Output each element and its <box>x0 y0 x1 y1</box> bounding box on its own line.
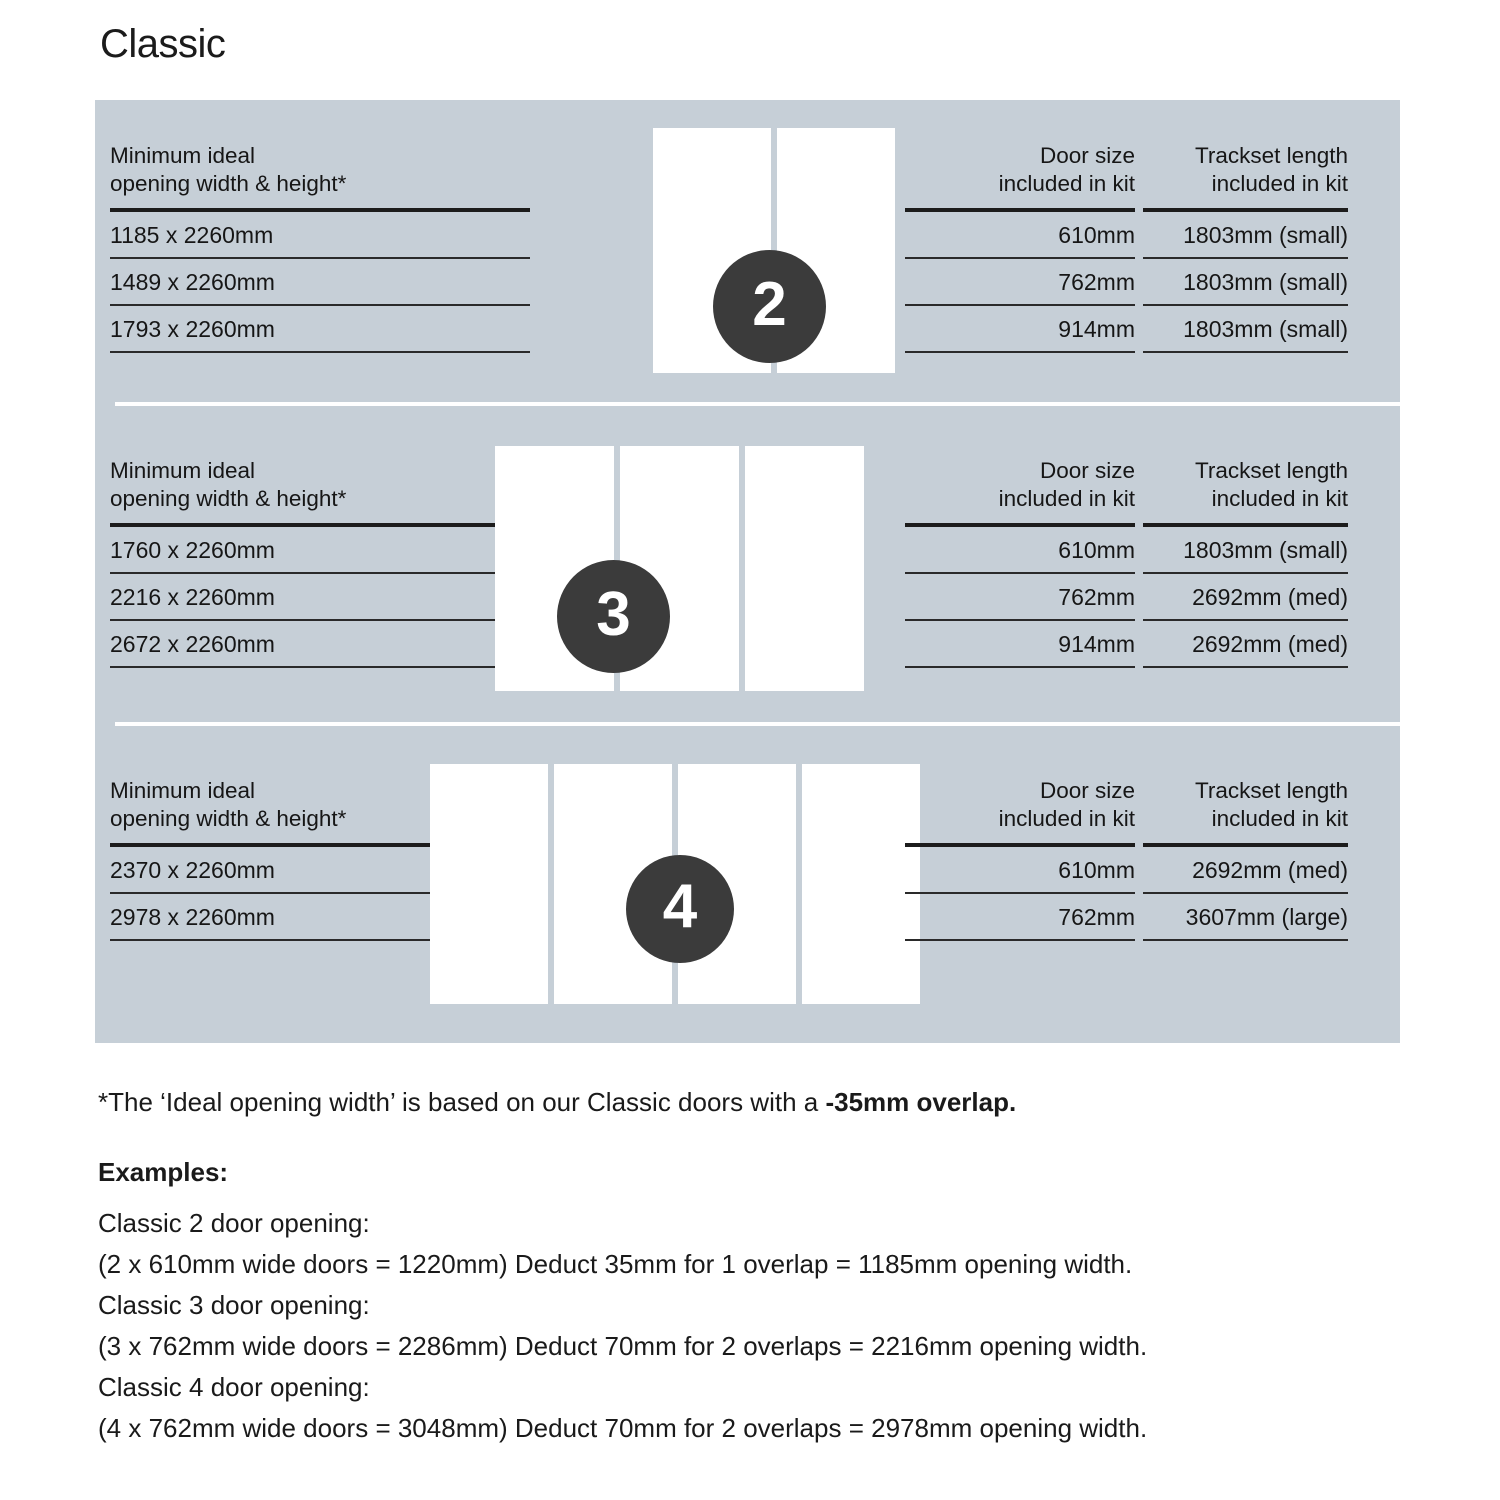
trackset-table: Trackset length included in kit 1803mm (… <box>1143 142 1348 353</box>
door-size-header: Door size included in kit <box>998 778 1135 831</box>
table-row: 914mm <box>905 306 1135 353</box>
door-size-table: Door size included in kit 610mm 762mm 91… <box>905 142 1135 353</box>
opening-size-table: Minimum ideal opening width & height* 11… <box>110 142 530 353</box>
list-item: (3 x 762mm wide doors = 2286mm) Deduct 7… <box>98 1331 1148 1361</box>
table-row: 762mm <box>905 259 1135 306</box>
opening-size-header: Minimum ideal opening width & height* <box>110 778 347 831</box>
panel-divider <box>115 722 1400 726</box>
overlap-footnote: *The ‘Ideal opening width’ is based on o… <box>98 1085 1016 1119</box>
door-diagram-2 <box>653 128 898 373</box>
door-config-section-3: Minimum ideal opening width & height* 17… <box>95 402 1400 722</box>
table-rule <box>1143 843 1348 847</box>
table-row: 762mm <box>905 894 1135 941</box>
footnote-emphasis: -35mm overlap. <box>825 1087 1017 1117</box>
panel-divider <box>115 402 1400 406</box>
table-row: 2692mm (med) <box>1143 621 1348 668</box>
table-rule <box>905 208 1135 212</box>
door-panel <box>802 764 920 1004</box>
kit-contents-tables: Door size included in kit 610mm 762mm 91… <box>905 142 1348 353</box>
trackset-header: Trackset length included in kit <box>1195 778 1348 831</box>
table-rule <box>1143 523 1348 527</box>
trackset-header: Trackset length included in kit <box>1195 143 1348 196</box>
list-item: Classic 2 door opening: <box>98 1208 370 1238</box>
table-row: 2692mm (med) <box>1143 847 1348 894</box>
table-row: 610mm <box>905 527 1135 574</box>
spec-panel: Minimum ideal opening width & height* 11… <box>95 100 1400 1043</box>
table-row: 2692mm (med) <box>1143 574 1348 621</box>
list-item: Classic 4 door opening: <box>98 1372 370 1402</box>
opening-size-header: Minimum ideal opening width & height* <box>110 143 347 196</box>
table-row: 610mm <box>905 212 1135 259</box>
opening-size-header: Minimum ideal opening width & height* <box>110 458 347 511</box>
door-config-section-4: Minimum ideal opening width & height* 23… <box>95 722 1400 1043</box>
table-row: 2978 x 2260mm <box>110 894 530 941</box>
footnote-prefix: *The ‘Ideal opening width’ is based on o… <box>98 1087 826 1117</box>
door-count-badge-2: 2 <box>713 250 826 363</box>
trackset-table: Trackset length included in kit 2692mm (… <box>1143 777 1348 941</box>
trackset-table: Trackset length included in kit 1803mm (… <box>1143 457 1348 668</box>
door-count-badge-3: 3 <box>557 560 670 673</box>
table-row: 1760 x 2260mm <box>110 527 530 574</box>
table-rule <box>1143 208 1348 212</box>
kit-contents-tables: Door size included in kit 610mm 762mm Tr… <box>905 777 1348 941</box>
list-item: (4 x 762mm wide doors = 3048mm) Deduct 7… <box>98 1413 1148 1443</box>
table-rule <box>110 523 530 527</box>
table-row: 2672 x 2260mm <box>110 621 530 668</box>
table-row: 1803mm (small) <box>1143 527 1348 574</box>
door-size-table: Door size included in kit 610mm 762mm <box>905 777 1135 941</box>
door-size-header: Door size included in kit <box>998 458 1135 511</box>
door-config-section-2: Minimum ideal opening width & height* 11… <box>95 100 1400 402</box>
page-title: Classic <box>100 22 226 66</box>
opening-size-table: Minimum ideal opening width & height* 23… <box>110 777 530 941</box>
door-size-table: Door size included in kit 610mm 762mm 91… <box>905 457 1135 668</box>
table-row: 762mm <box>905 574 1135 621</box>
examples-list: Classic 2 door opening: (2 x 610mm wide … <box>98 1203 1428 1449</box>
trackset-header: Trackset length included in kit <box>1195 458 1348 511</box>
door-size-header: Door size included in kit <box>998 143 1135 196</box>
table-row: 1803mm (small) <box>1143 306 1348 353</box>
list-item: (2 x 610mm wide doors = 1220mm) Deduct 3… <box>98 1249 1133 1279</box>
table-row: 3607mm (large) <box>1143 894 1348 941</box>
table-rule <box>110 843 530 847</box>
table-row: 2216 x 2260mm <box>110 574 530 621</box>
kit-contents-tables: Door size included in kit 610mm 762mm 91… <box>905 457 1348 668</box>
door-panel <box>745 446 864 691</box>
table-row: 914mm <box>905 621 1135 668</box>
table-rule <box>905 523 1135 527</box>
table-row: 1185 x 2260mm <box>110 212 530 259</box>
door-count-badge-4: 4 <box>626 855 734 963</box>
table-row: 1803mm (small) <box>1143 212 1348 259</box>
table-row: 610mm <box>905 847 1135 894</box>
table-rule <box>905 843 1135 847</box>
table-row: 1489 x 2260mm <box>110 259 530 306</box>
table-rule <box>110 208 530 212</box>
door-panel <box>430 764 548 1004</box>
examples-heading: Examples: <box>98 1157 229 1187</box>
opening-size-table: Minimum ideal opening width & height* 17… <box>110 457 530 668</box>
table-row: 1803mm (small) <box>1143 259 1348 306</box>
table-row: 1793 x 2260mm <box>110 306 530 353</box>
list-item: Classic 3 door opening: <box>98 1290 370 1320</box>
table-row: 2370 x 2260mm <box>110 847 530 894</box>
door-diagram-3 <box>495 446 865 691</box>
